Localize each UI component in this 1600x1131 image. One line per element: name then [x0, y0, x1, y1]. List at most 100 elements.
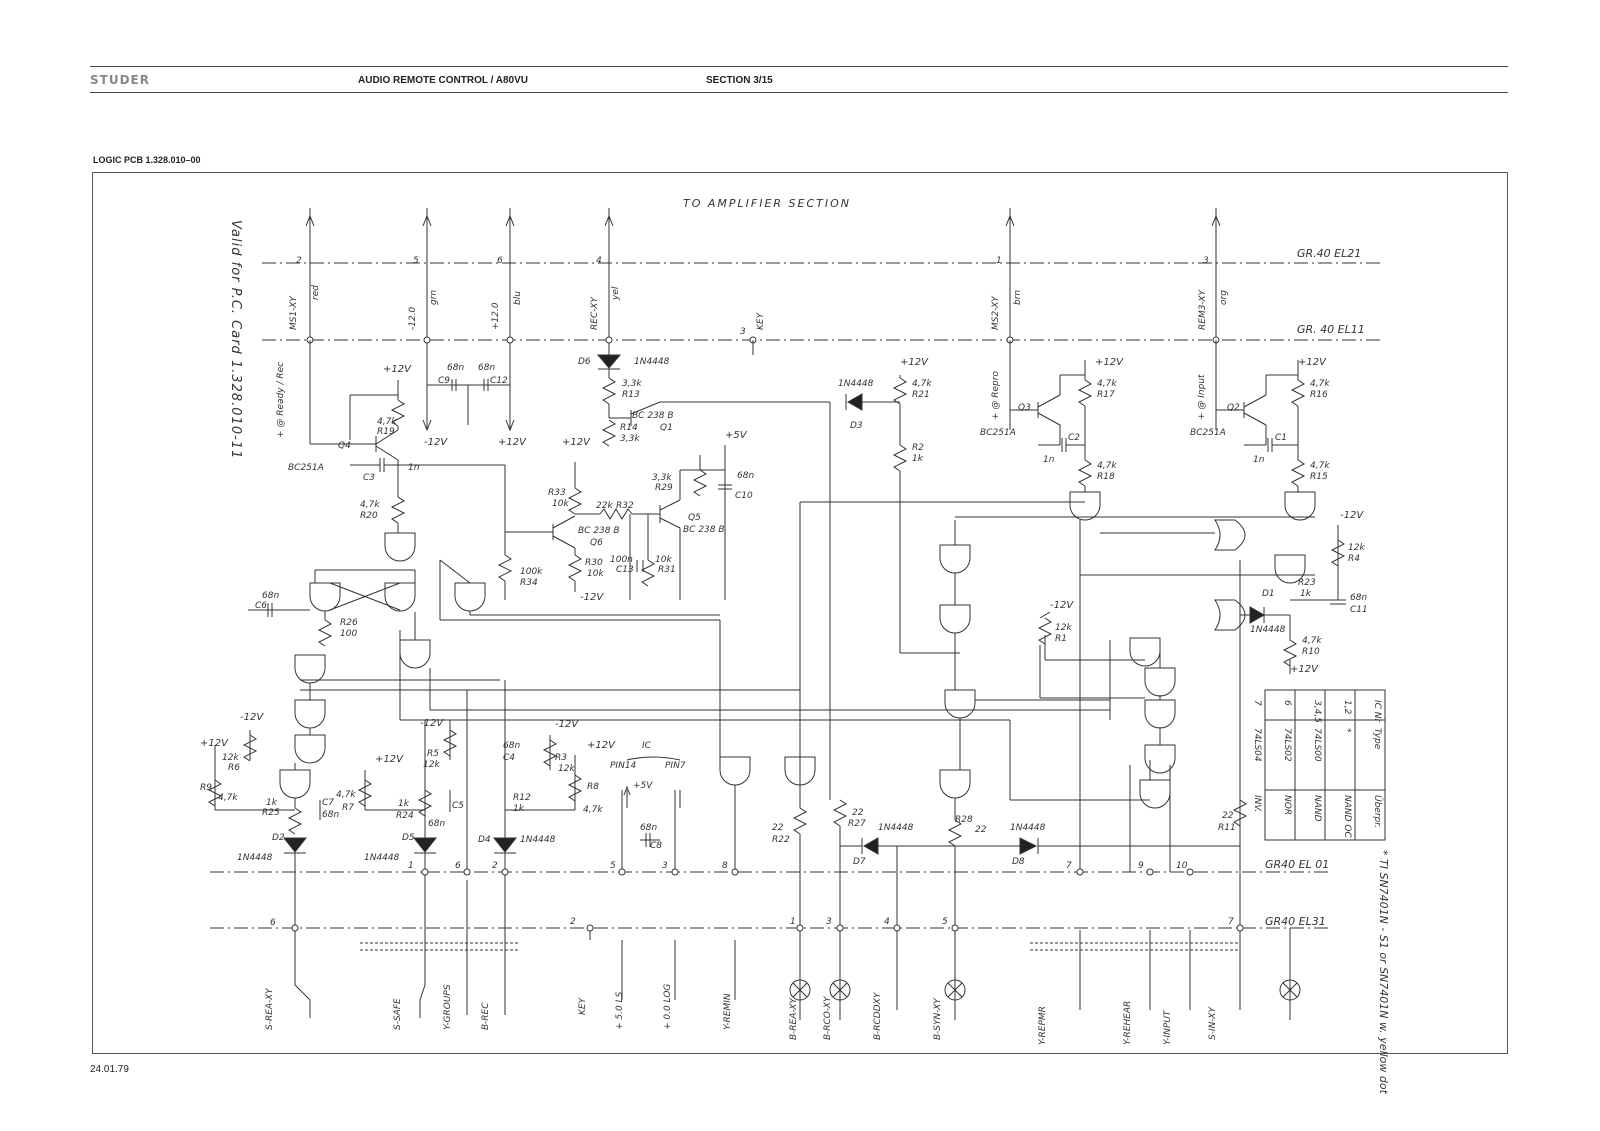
bottom-label-5v-ls: + 5.0 LS [615, 991, 625, 1030]
label-r18: R18 [1097, 472, 1115, 482]
supply-minus12-r1: -12V [1050, 600, 1074, 611]
bottom-pin-0v-log: 3 [662, 861, 668, 871]
ic-table-header-nr: IC Nr [1372, 700, 1382, 724]
connector-pin-7: 3 [1203, 256, 1209, 266]
label-r15: R15 [1310, 472, 1328, 482]
supply-plus12-r8: +12V [587, 740, 616, 751]
label-r11: R11 [1218, 823, 1236, 833]
ic-note-pin14: PIN14 [610, 761, 637, 771]
label-c7-value: 68n [322, 810, 339, 820]
ic-table-row2-nr: 3,4,5 [1312, 700, 1322, 723]
label-r1-value: 12k [1055, 623, 1072, 633]
bottom-pin-s-safe: 1 [408, 861, 414, 871]
ic-table-row1-nr: 1,2 [1342, 700, 1352, 715]
label-r31-value: 10k [655, 555, 672, 565]
label-c3-value: 1n [408, 463, 420, 473]
bottom-label-s-rea: S-REA-XY [265, 987, 275, 1030]
ic-table-row4-type: 74LS04 [1252, 728, 1262, 762]
label-r29-value: 3,3k [652, 473, 672, 483]
label-c2-value: 1n [1043, 455, 1055, 465]
bottom-pin-b-rco: 3 [826, 917, 832, 927]
bottom-pin-b-rec: 2 [492, 861, 498, 871]
label-r9: R9 [200, 783, 212, 793]
ic-table-row1-check: NAND OC [1342, 795, 1352, 838]
label-r11-value: 22 [1222, 811, 1234, 821]
label-r3: R3 [555, 753, 567, 763]
ic-table-row3-check: NOR [1282, 795, 1292, 815]
label-r15-value: 4,7k [1310, 461, 1330, 471]
label-d3-value: 1N4448 [838, 379, 874, 389]
label-c12-value: 68n [478, 363, 495, 373]
label-c11-value: 68n [1350, 593, 1367, 603]
label-r16-value: 4,7k [1310, 379, 1330, 389]
label-q3: Q3 [1018, 403, 1031, 413]
label-c8: C8 [650, 841, 662, 851]
schematic-frame [92, 172, 1508, 1054]
side-note-repro: + @ Repro [991, 371, 1001, 420]
q5-q6-stage [497, 445, 732, 600]
side-note-ready-rec: + @ Ready / Rec [276, 362, 286, 438]
bottom-pin-key: 2 [570, 917, 576, 927]
c9-c12-caps [422, 379, 515, 432]
ic-table-row4-check: INV. [1252, 795, 1262, 812]
label-d2: D2 [272, 833, 285, 843]
label-r10-value: 4,7k [1302, 636, 1322, 646]
q2-stage [1215, 340, 1306, 492]
connector-label-5: KEY [756, 311, 766, 330]
ic-table-row4-nr: 7 [1252, 700, 1262, 706]
label-q1-type: BC 238 B [632, 411, 674, 421]
label-r6: R6 [228, 763, 240, 773]
label-c3: C3 [363, 473, 375, 483]
connector-pin-4: 4 [596, 256, 602, 266]
ic-note-pin7: PIN7 [665, 761, 686, 771]
label-r5: R5 [427, 749, 439, 759]
ic-table-header-type: Type [1372, 728, 1382, 750]
label-r8: R8 [587, 782, 599, 792]
logic-gates-right [799, 491, 1346, 928]
label-r28: R28 [955, 815, 973, 825]
ic-table-row1-type: * [1342, 728, 1352, 733]
top-caption: TO AMPLIFIER SECTION [683, 197, 851, 210]
supply-minus12-r4: -12V [1340, 510, 1364, 521]
label-r17-value: 4,7k [1097, 379, 1117, 389]
bottom-label-0v-log: + 0.0 LOG [663, 984, 673, 1030]
label-r2: R2 [912, 443, 924, 453]
supply-minus12-r3: -12V [555, 719, 579, 730]
q3-stage [1009, 340, 1093, 492]
label-r9-value: 4,7k [218, 793, 238, 803]
label-r30: R30 [585, 558, 603, 568]
label-q2-type: BC251A [1190, 428, 1226, 438]
ic-table-header-check: Überpr. [1372, 795, 1383, 828]
ic-table-row2-type: 74LS00 [1312, 728, 1322, 762]
side-note-input: + @ Input [1197, 374, 1207, 420]
label-c5: C5 [452, 801, 464, 811]
label-r16: R16 [1310, 390, 1328, 400]
label-q2: Q2 [1227, 403, 1240, 413]
valid-note: Valid for P.C. Card 1.328.010-11 [228, 220, 243, 459]
connector-color-7: org [1219, 290, 1229, 305]
label-r18-value: 4,7k [1097, 461, 1117, 471]
ic-supply-note [623, 756, 681, 808]
label-r5-value: 12k [423, 760, 440, 770]
label-c1-value: 1n [1253, 455, 1265, 465]
label-r24-value: 1k [398, 799, 410, 809]
label-c4-value: 68n [503, 741, 520, 751]
label-r7: R7 [342, 803, 354, 813]
label-r2-value: 1k [912, 454, 924, 464]
label-r14: R14 [620, 423, 638, 433]
connector-color-4: yel [611, 286, 621, 301]
label-c10: C10 [735, 491, 753, 501]
ic-table-row2-check: NAND [1312, 795, 1322, 822]
label-r12: R12 [513, 793, 531, 803]
bottom-label-s-in: S-IN-XY [1208, 1006, 1218, 1040]
ic-table-row3-type: 74LS02 [1282, 728, 1292, 762]
supply-minus12-r30: -12V [580, 592, 604, 603]
label-c4: C4 [503, 753, 515, 763]
bus-label-el11: GR. 40 EL11 [1297, 323, 1365, 336]
supply-plus12-r10: +12V [1290, 664, 1319, 675]
bottom-label-b-rec: B-REC [481, 1002, 491, 1030]
connector-color-2: grn [429, 290, 439, 305]
bottom-label-y-groups: Y-GROUPS [443, 984, 453, 1030]
supply-plus12-r16: +12V [1298, 357, 1327, 368]
label-d2-value: 1N4448 [237, 853, 273, 863]
